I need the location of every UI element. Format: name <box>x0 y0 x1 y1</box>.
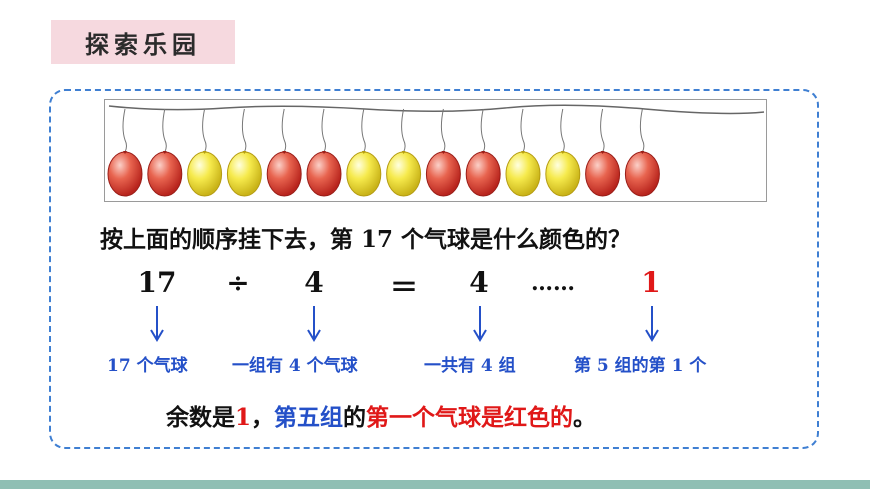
caption-divisor: 一组有 4 个气球 <box>232 356 358 376</box>
balloon-red <box>425 108 461 197</box>
balloon-yellow <box>545 108 581 197</box>
equation-dividend: 17 <box>137 266 177 299</box>
arrow-down-icon <box>645 306 659 342</box>
conclusion-end: 。 <box>573 404 597 431</box>
equation-divide-sign: ÷ <box>226 266 250 299</box>
balloon-red <box>147 108 183 197</box>
caption-remainder: 第 5 组的第 1 个 <box>574 356 707 376</box>
equation-ellipsis: …… <box>531 270 575 296</box>
conclusion-remainder: 1 <box>235 404 252 431</box>
hanging-rope <box>108 104 765 115</box>
equation-quotient: 4 <box>469 266 489 299</box>
bottom-bar <box>0 480 870 489</box>
balloon-red <box>465 108 501 197</box>
caption-quotient: 一共有 4 组 <box>424 356 516 376</box>
question-text: 按上面的顺序挂下去，第 17 个气球是什么颜色的？ <box>100 226 632 253</box>
balloon-illustration <box>104 99 767 202</box>
balloon-red <box>266 108 302 197</box>
equation-remainder: 1 <box>641 266 661 299</box>
balloon-yellow <box>187 108 223 197</box>
caption-dividend: 17 个气球 <box>107 356 188 376</box>
balloon-red <box>107 108 143 197</box>
conclusion-answer: 第一个气球是红色的 <box>366 404 574 431</box>
balloon-yellow <box>386 108 422 197</box>
conclusion-part1: 余数是 <box>166 404 235 431</box>
conclusion-text: 余数是1，第五组的第一个气球是红色的。 <box>166 398 596 432</box>
balloon-yellow <box>505 108 541 197</box>
balloon-red <box>585 108 621 197</box>
balloon-yellow <box>226 108 262 197</box>
section-title: 探索乐园 <box>51 20 235 64</box>
equation-equals-sign: ＝ <box>389 271 418 304</box>
arrow-down-icon <box>307 306 321 342</box>
equation-divisor: 4 <box>304 266 324 299</box>
arrow-down-icon <box>473 306 487 342</box>
conclusion-group: 第五组 <box>274 404 344 431</box>
conclusion-part3: 的 <box>343 404 367 431</box>
conclusion-part2: ， <box>251 404 275 431</box>
balloon-red <box>624 108 660 197</box>
balloon-red <box>306 108 342 197</box>
arrow-down-icon <box>150 306 164 342</box>
content-frame <box>49 89 819 449</box>
balloon-yellow <box>346 108 382 197</box>
balloon-string-drawing <box>107 104 765 197</box>
